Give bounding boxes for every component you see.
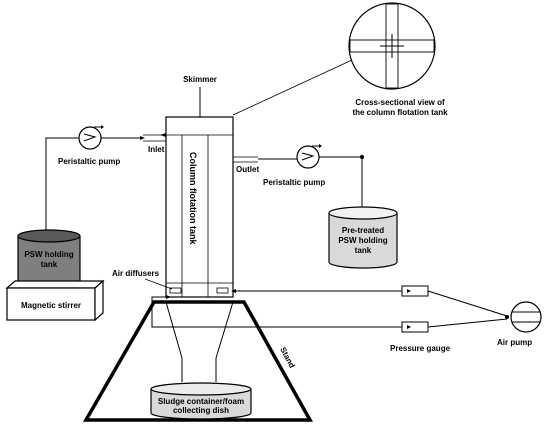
peristaltic-pump-right-label: Peristaltic pump bbox=[263, 178, 325, 187]
pretreated-label-line1: Pre-treated bbox=[342, 226, 384, 235]
column-flotation-tank bbox=[165, 116, 234, 298]
valve-icon bbox=[401, 285, 429, 297]
pretreated-label-line3: tank bbox=[355, 246, 372, 255]
pump-icon bbox=[78, 125, 104, 150]
pressure-gauge-label: Pressure gauge bbox=[390, 344, 451, 353]
sludge-label-line2: collecting dish bbox=[173, 406, 229, 415]
psw-tank-label-line2: tank bbox=[41, 260, 58, 269]
cross-section-label-line1: Cross-sectional view of bbox=[355, 98, 445, 107]
air-pump-label: Air pump bbox=[497, 338, 532, 347]
pump-icon bbox=[296, 144, 322, 169]
pretreated-psw-tank bbox=[328, 206, 398, 269]
air-diffuser-right bbox=[216, 287, 229, 294]
magnetic-stirrer-label: Magnetic stirrer bbox=[21, 301, 81, 310]
psw-tank-label-line1: PSW holding bbox=[24, 250, 73, 259]
air-diffusers-label: Air diffusers bbox=[112, 269, 160, 278]
sludge-container bbox=[150, 382, 252, 420]
cross-section-label-line2: the column flotation tank bbox=[352, 108, 448, 117]
air-diffusers-pointer bbox=[144, 278, 173, 290]
sludge-label-line1: Sludge container/foam bbox=[158, 397, 244, 406]
peristaltic-pump-left-label: Peristaltic pump bbox=[58, 157, 120, 166]
pretreated-label-line2: PSW holding bbox=[338, 236, 387, 245]
column-tank-label: Column flotation tank bbox=[188, 152, 198, 245]
funnel bbox=[165, 301, 234, 382]
magnetic-stirrer bbox=[5, 279, 105, 322]
inlet-arrow bbox=[160, 133, 166, 137]
valve-icon bbox=[401, 321, 429, 333]
air-pump-icon bbox=[510, 301, 542, 333]
cross-section-view bbox=[348, 2, 436, 90]
skimmer-label: Skimmer bbox=[183, 75, 217, 84]
stand bbox=[82, 300, 313, 422]
outlet-label: Outlet bbox=[236, 165, 259, 174]
inlet-label: Inlet bbox=[148, 145, 165, 154]
air-diffuser-left bbox=[169, 287, 182, 294]
cross-section-connector-line bbox=[232, 59, 353, 116]
